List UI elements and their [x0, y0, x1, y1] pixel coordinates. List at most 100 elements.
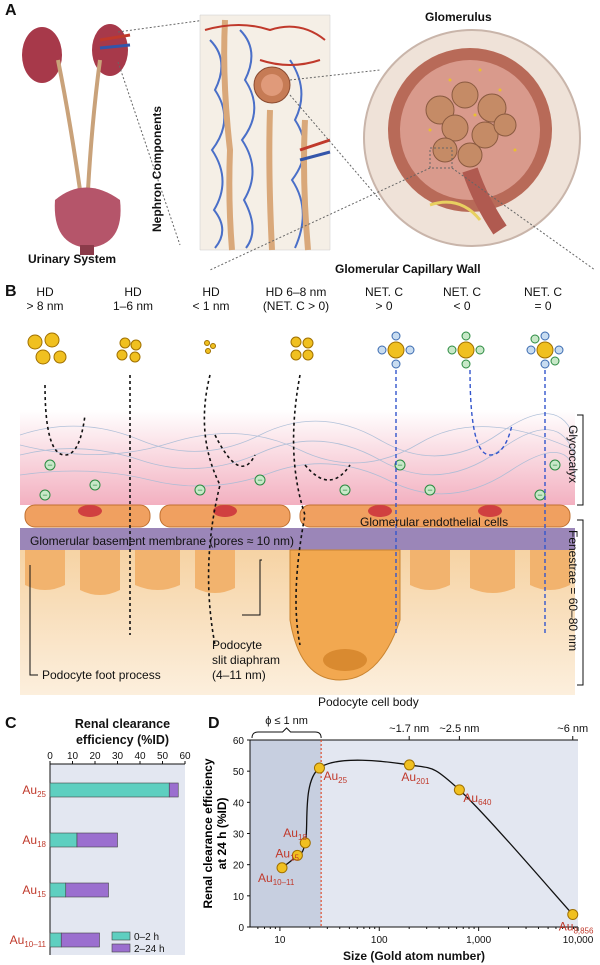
- panel-a-illustration: [22, 14, 596, 271]
- point-label: Au201: [401, 770, 430, 786]
- data-point: [276, 862, 288, 874]
- basement-membrane: [20, 528, 575, 550]
- x-tick-label: 40: [134, 751, 146, 762]
- panel-c-letter: C: [5, 715, 17, 732]
- panel-c-title: Renal clearance efficiency (%ID): [74, 717, 171, 747]
- x-axis-label: Size (Gold atom number): [343, 949, 485, 963]
- left-ureter: [56, 59, 82, 191]
- endothelial-label: Glomerular endothelial cells: [360, 515, 509, 529]
- data-point: [299, 837, 311, 849]
- glycocalyx-layer: [20, 410, 575, 505]
- data-point: [291, 849, 303, 861]
- bladder: [54, 187, 121, 248]
- top-tick-label: ~6 nm: [557, 723, 588, 735]
- data-point: [403, 759, 415, 771]
- capillary-wall-label: Glomerular Capillary Wall: [335, 262, 481, 276]
- particle-header: HD 6–8 nm(NET. C > 0): [262, 285, 330, 313]
- legend-label: 2–24 h: [134, 944, 165, 955]
- panel-a-letter: A: [5, 2, 17, 19]
- x-tick-label: 10,000: [563, 935, 594, 946]
- x-tick-label: 30: [112, 751, 124, 762]
- fenestrae-label: Fenestrae = 60–80 nm: [566, 530, 580, 652]
- point-label: Au25: [323, 769, 347, 785]
- particle-header: HD< 1 nm: [192, 285, 230, 313]
- bar-Au25-1: [168, 782, 179, 798]
- data-point: [313, 762, 325, 774]
- y-tick-label: 10: [233, 892, 245, 903]
- particle-header: NET. C> 0: [364, 285, 403, 313]
- data-point: [567, 909, 579, 921]
- urinary-system-label: Urinary System: [28, 252, 117, 266]
- legend-label: 0–2 h: [134, 932, 159, 943]
- bar-Au15-1: [65, 882, 109, 898]
- panel-b-letter: B: [5, 283, 17, 300]
- right-ureter: [86, 59, 102, 191]
- svg-text:−: −: [397, 460, 402, 470]
- endothelial-cells: [24, 504, 571, 528]
- bar-Au15-0: [49, 882, 67, 898]
- particle-header: HD> 8 nm: [26, 285, 64, 313]
- cell-body-label: Podocyte cell body: [318, 695, 419, 709]
- y-axis-label: Renal clearance efficiencyat 24 h (%ID): [201, 758, 229, 908]
- size-bracket: [251, 727, 322, 739]
- svg-text:−: −: [92, 480, 97, 490]
- point-label: Au18: [283, 826, 307, 842]
- bar-Au18-1: [76, 832, 118, 848]
- svg-text:−: −: [197, 485, 202, 495]
- data-point: [453, 784, 465, 796]
- legend-swatch: [111, 943, 131, 953]
- y-tick-label: 60: [233, 736, 245, 747]
- glomerulus-label: Glomerulus: [425, 10, 492, 24]
- slit-diaphragm-label: Podocyte slit diaphram (4–11 nm): [212, 638, 281, 682]
- bar-Au18-0: [49, 832, 78, 848]
- bar-Au10-11-0: [49, 932, 62, 948]
- category-label: Au10–11: [10, 933, 47, 949]
- point-label: Au15: [275, 846, 299, 862]
- y-tick-label: 20: [233, 861, 245, 872]
- x-tick-label: 20: [89, 751, 101, 762]
- category-label: Au25: [22, 783, 46, 799]
- particle-header: NET. C= 0: [523, 285, 562, 313]
- point-label: Au640: [463, 791, 492, 807]
- y-tick-label: 0: [238, 923, 244, 934]
- panel-d-letter: D: [208, 715, 220, 732]
- category-label: Au18: [22, 833, 46, 849]
- particle-header: NET. C< 0: [442, 285, 481, 313]
- svg-text:−: −: [257, 475, 262, 485]
- y-tick-label: 50: [233, 767, 245, 778]
- gbm-label: Glomerular basement membrane (pores ≈ 10…: [30, 534, 295, 548]
- svg-text:−: −: [47, 460, 52, 470]
- bracket-label: ϕ ≤ 1 nm: [265, 715, 308, 727]
- left-kidney: [22, 27, 62, 83]
- podocyte-foot-processes: [25, 550, 570, 595]
- bar-Au25-0: [49, 782, 170, 798]
- svg-text:−: −: [42, 490, 47, 500]
- x-tick-label: 10: [67, 751, 79, 762]
- point-label: Au10–11: [258, 871, 295, 887]
- size-clearance-chart: 0 10 20 30 40 50 60 10 100 1,000 10,000 ~1.7 nm ~2.5…: [201, 715, 594, 963]
- x-tick-label: 10: [274, 935, 286, 946]
- x-tick-label: 60: [179, 751, 191, 762]
- svg-text:−: −: [537, 490, 542, 500]
- foot-process-label: Podocyte foot process: [42, 668, 161, 682]
- x-tick-label: 100: [371, 935, 388, 946]
- y-tick-label: 40: [233, 798, 245, 809]
- svg-text:−: −: [342, 485, 347, 495]
- bar-Au10-11-1: [60, 932, 100, 948]
- x-tick-label: 1,000: [466, 935, 491, 946]
- top-tick-label: ~2.5 nm: [439, 723, 479, 735]
- nephron-components-label: Nephron Components: [150, 106, 164, 232]
- x-tick-label: 50: [157, 751, 169, 762]
- category-label: Au15: [22, 883, 46, 899]
- svg-text:−: −: [427, 485, 432, 495]
- y-tick-label: 30: [233, 830, 245, 841]
- point-label: Au8,856: [559, 920, 594, 936]
- top-tick-label: ~1.7 nm: [389, 723, 429, 735]
- glomerulus-illustration: [363, 29, 581, 247]
- legend-swatch: [111, 931, 131, 941]
- nephron-illustration: [199, 14, 331, 251]
- podocyte-cell-body: [289, 549, 401, 681]
- svg-text:−: −: [552, 460, 557, 470]
